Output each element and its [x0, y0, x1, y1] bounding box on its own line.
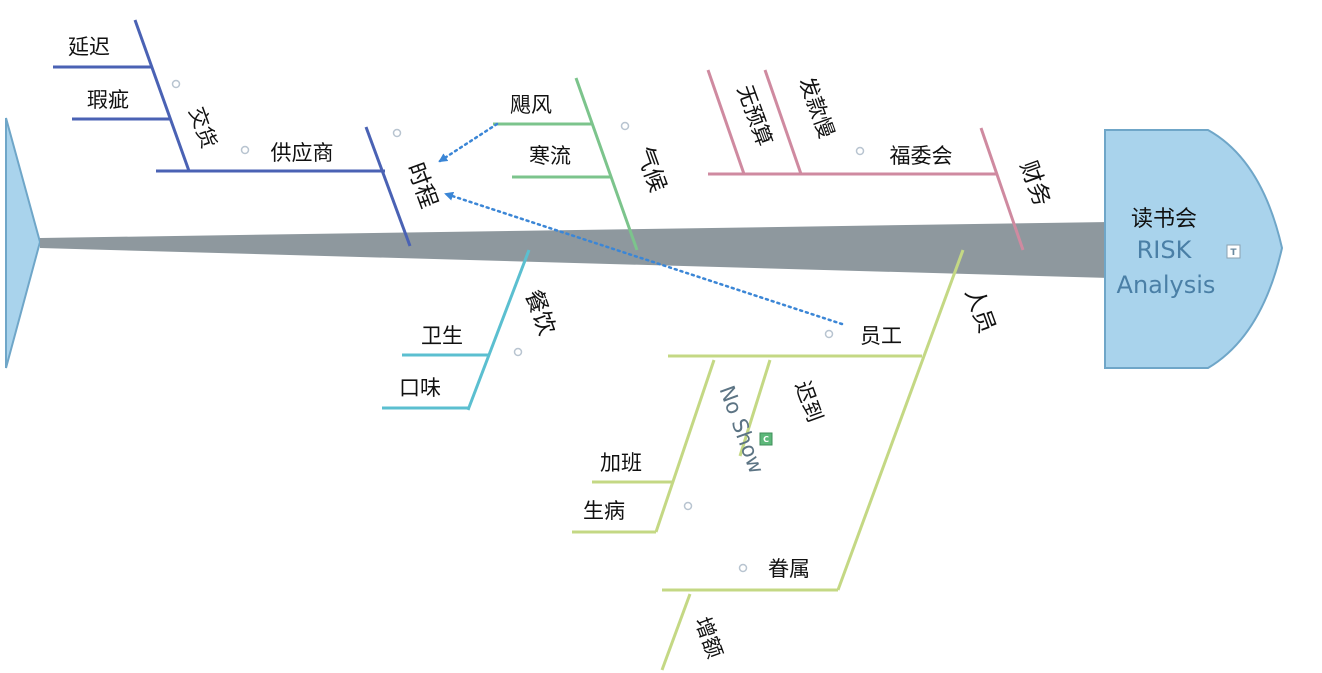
- late-marker-icon[interactable]: [759, 432, 773, 446]
- relationship-arrow-staff-to-schedule[interactable]: [444, 191, 844, 326]
- no-budget-label[interactable]: 无预算: [733, 82, 777, 149]
- late-bone: [738, 359, 772, 457]
- schedule-label[interactable]: 时程: [401, 160, 441, 212]
- personnel-bone: [836, 249, 965, 591]
- extra-label[interactable]: 增额: [690, 614, 727, 662]
- branch-schedule: 时程 供应商 交货 延迟 瑕疵: [53, 19, 442, 247]
- finance-label[interactable]: 财务: [1014, 158, 1054, 210]
- overtime-label[interactable]: 加班: [600, 451, 642, 475]
- late-label[interactable]: 迟到: [790, 378, 827, 426]
- relationship-arrow-climate-to-schedule[interactable]: [438, 122, 499, 163]
- defect-label[interactable]: 瑕疵: [87, 88, 129, 112]
- no-budget-bone: [706, 69, 746, 175]
- fish-tail: [5, 117, 42, 369]
- staff-label[interactable]: 员工: [860, 324, 902, 348]
- head-title: 读书会: [1131, 207, 1197, 232]
- head-analysis: Analysis: [1117, 271, 1216, 299]
- branch-finance: 财务 福委会 无预算 发款慢: [706, 69, 1055, 251]
- slow-payment-bone: [763, 69, 803, 175]
- catering-bone: [466, 249, 531, 411]
- committee-label[interactable]: 福委会: [890, 144, 953, 168]
- delivery-label[interactable]: 交货: [184, 104, 221, 152]
- delivery-bone: [133, 19, 191, 172]
- supplier-label[interactable]: 供应商: [271, 141, 334, 165]
- coldfront-label[interactable]: 寒流: [529, 144, 571, 168]
- family-label[interactable]: 眷属: [768, 557, 810, 581]
- noshow-bone: [654, 359, 716, 533]
- collapse-dot[interactable]: [513, 347, 523, 357]
- taste-label[interactable]: 口味: [399, 376, 441, 400]
- sick-label[interactable]: 生病: [583, 499, 625, 523]
- schedule-bone: [364, 126, 412, 247]
- noshow-label[interactable]: No Show: [715, 382, 769, 477]
- hygiene-label[interactable]: 卫生: [421, 324, 463, 348]
- climate-bone: [574, 77, 639, 251]
- collapse-dot[interactable]: [738, 563, 748, 573]
- extra-bone: [660, 593, 692, 671]
- collapse-dot[interactable]: [392, 128, 402, 138]
- spine: [40, 222, 1110, 278]
- note-icon[interactable]: [1226, 244, 1241, 259]
- collapse-dot[interactable]: [683, 501, 693, 511]
- typhoon-label[interactable]: 飓风: [510, 93, 552, 117]
- finance-bone: [979, 127, 1025, 251]
- note-icon-letter: T: [1230, 248, 1237, 258]
- collapse-dot[interactable]: [855, 146, 865, 156]
- branch-personnel: 人员 员工 迟到 No Show 加班 生病 眷属 增额 C: [572, 249, 1000, 671]
- branch-catering: 餐饮 卫生 口味: [382, 249, 560, 411]
- climate-label[interactable]: 气候: [630, 144, 670, 196]
- fish-head[interactable]: [1104, 129, 1284, 369]
- relationships: [438, 122, 844, 326]
- slow-payment-label[interactable]: 发款慢: [795, 74, 839, 141]
- collapse-dot[interactable]: [171, 79, 181, 89]
- delay-label[interactable]: 延迟: [68, 35, 110, 59]
- late-marker-letter: C: [763, 435, 769, 444]
- catering-label[interactable]: 餐饮: [519, 287, 559, 339]
- personnel-label[interactable]: 人员: [959, 285, 999, 337]
- head-risk: RISK: [1137, 236, 1193, 264]
- collapse-dot[interactable]: [240, 145, 250, 155]
- collapse-dot[interactable]: [824, 329, 834, 339]
- branch-climate: 气候 飓风 寒流: [493, 77, 671, 251]
- collapse-dot[interactable]: [620, 121, 630, 131]
